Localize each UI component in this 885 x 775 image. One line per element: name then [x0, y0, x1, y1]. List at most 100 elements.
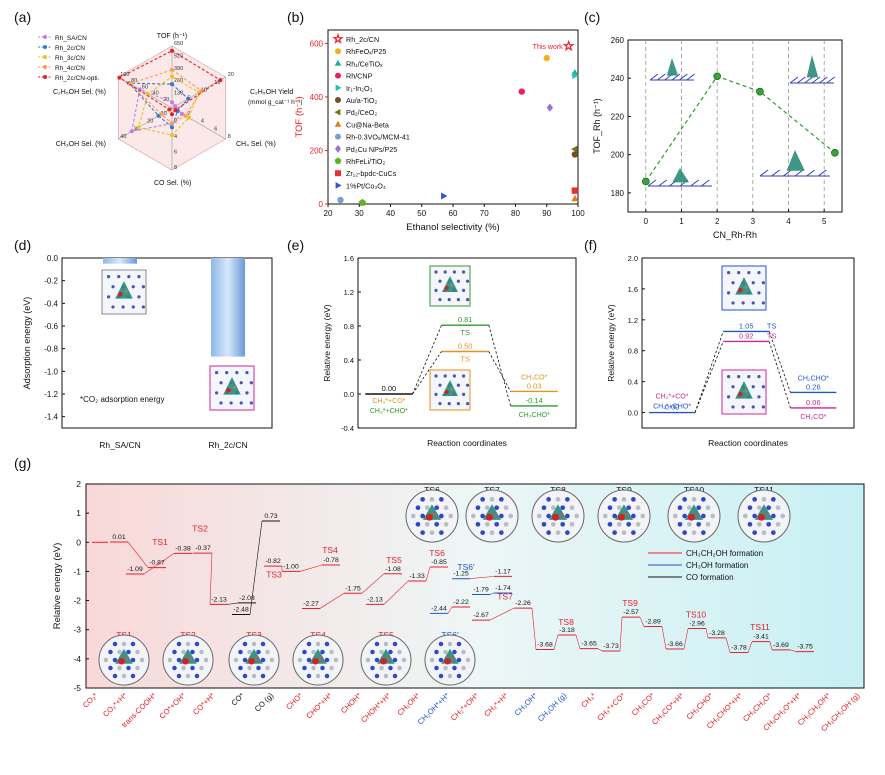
oxygen-atom [738, 288, 742, 292]
legend-label: Rh/CNP [346, 72, 373, 81]
atom [135, 666, 140, 671]
atom [302, 666, 307, 671]
atom [448, 298, 451, 301]
x-species-label: CO₂* [81, 691, 100, 710]
x-species-label: CO* [229, 691, 246, 708]
ts-image-bottom [425, 635, 475, 685]
legend-marker [336, 85, 342, 92]
ts-label: TS10 [686, 610, 707, 620]
atom [612, 530, 617, 535]
connector [695, 341, 723, 412]
energy-value-label: 0.73 [264, 513, 277, 520]
oxygen-atom [618, 514, 625, 521]
oxygen-atom [118, 292, 122, 296]
atom [453, 374, 456, 377]
atom [462, 289, 465, 292]
radar-tick-label: 650 [174, 41, 183, 47]
legend-marker [335, 97, 341, 103]
carbon-atom [451, 656, 456, 661]
x-species-label: CHO* [284, 691, 304, 711]
atom [397, 650, 402, 655]
atom [462, 393, 465, 396]
atom [757, 375, 760, 378]
energy-value-label: 0.06 [806, 398, 821, 407]
species-label: CH₃CHO* [519, 412, 551, 419]
x-species-label: CO*+OH* [158, 691, 188, 721]
connector [769, 341, 790, 407]
atom [375, 674, 380, 679]
atom [219, 401, 222, 404]
atom [384, 674, 389, 679]
y-tick-label: 0.8 [344, 322, 354, 331]
atom [780, 514, 785, 519]
atom [137, 275, 140, 278]
atom [603, 514, 608, 519]
energy-value-label: -3.18 [559, 627, 575, 634]
y-tick-label: 1.6 [628, 285, 638, 294]
atom [366, 658, 371, 663]
start-species-label: CH₃*+CO* [372, 398, 405, 405]
legend-marker [335, 157, 342, 164]
radar-point [183, 114, 187, 118]
ts-label: TS5 [386, 555, 402, 565]
ts-structure-orange [430, 370, 470, 410]
atom [752, 405, 755, 408]
y-tick-label: -2 [73, 596, 81, 606]
radar-tick-label: 6 [214, 126, 217, 132]
legend-label: RhFeLi/TiO₂ [346, 157, 385, 166]
atom [461, 666, 466, 671]
atom [177, 674, 182, 679]
atom [334, 658, 339, 663]
lattice-line [807, 170, 815, 176]
rh-sa-structure [102, 270, 146, 314]
atom [235, 371, 238, 374]
atom [107, 275, 110, 278]
energy-value-label: -2.26 [515, 600, 531, 607]
atom [416, 522, 421, 527]
data-point-12 [441, 192, 447, 199]
oxygen-atom [738, 392, 742, 396]
atom [706, 522, 711, 527]
atom [430, 530, 435, 535]
bar-1 [211, 258, 245, 357]
atom [757, 522, 762, 527]
y-axis-title: Relative energy (eV) [52, 543, 63, 630]
atom [771, 530, 776, 535]
legend-label: Rh_2c/CN [346, 35, 379, 44]
legend-marker [335, 48, 341, 54]
data-point-1 [544, 55, 550, 61]
atom [199, 666, 204, 671]
cluster-sketch [650, 58, 695, 80]
atom [747, 271, 750, 274]
atom [452, 650, 457, 655]
atom [247, 666, 252, 671]
radar-point [170, 49, 174, 53]
radar-chart: 6505203902601302015105864286424030201010… [38, 33, 303, 187]
x-tick-label: 3 [751, 217, 756, 226]
atom [565, 530, 570, 535]
carbon-atom [387, 656, 392, 661]
y-tick-label: -5 [73, 683, 81, 693]
atom [551, 522, 556, 527]
energy-value-label: 1.05 [739, 321, 754, 330]
atom [439, 497, 444, 502]
y-tick-label: -1.4 [44, 413, 58, 422]
x-species-label: CH₃CHO* [685, 691, 715, 721]
oxygen-atom [552, 514, 559, 521]
radar-point [173, 104, 177, 108]
ts-label: TS7 [497, 591, 513, 601]
radar-point [136, 125, 140, 129]
atom [434, 393, 437, 396]
energy-value-label: -1.08 [385, 566, 401, 573]
data-point-10 [359, 199, 366, 206]
energy-value-label: -1.00 [283, 563, 299, 570]
atom [190, 650, 195, 655]
x-tick-label: 100 [571, 209, 585, 218]
atom [131, 674, 136, 679]
x-species-label: CH₃OH* [513, 691, 539, 717]
atom [570, 505, 575, 510]
atom [316, 674, 321, 679]
legend-label: Rh_2c/CN [55, 45, 85, 52]
atom [379, 650, 384, 655]
